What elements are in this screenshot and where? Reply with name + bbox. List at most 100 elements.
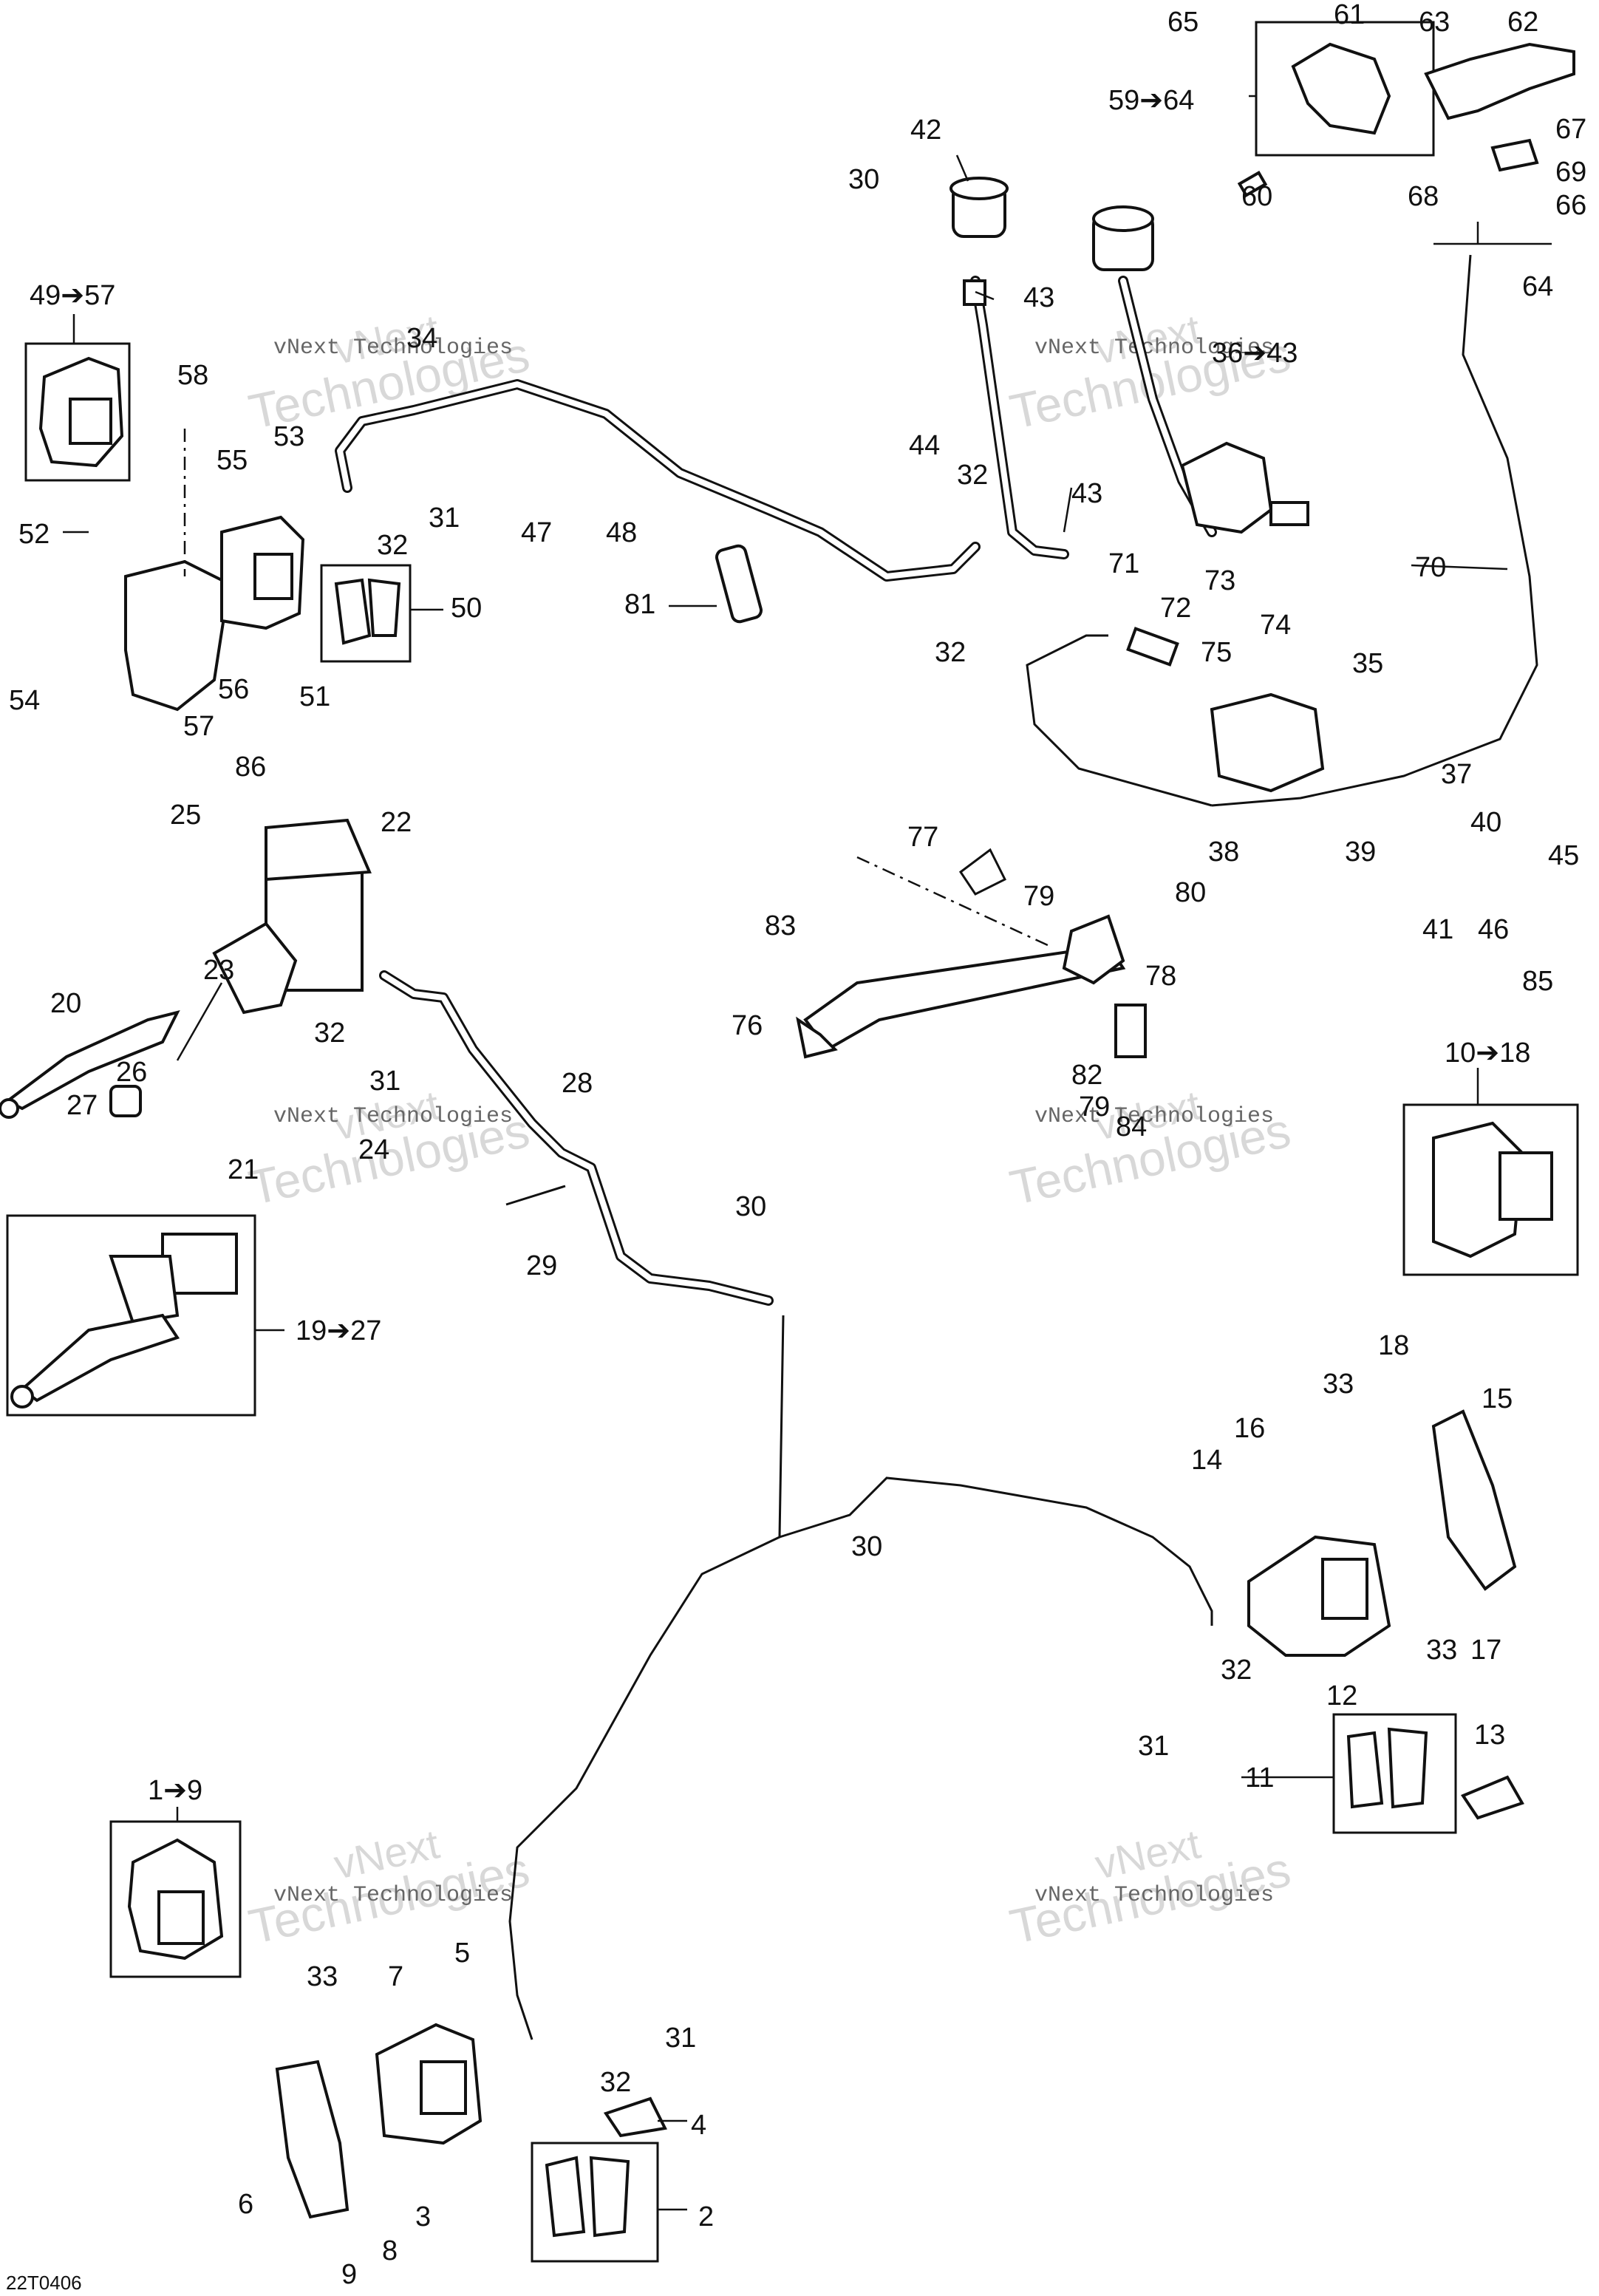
watermark-caption: vNext Technologies (1034, 335, 1274, 361)
callout-7: 7 (388, 1961, 403, 1992)
callout-39: 39 (1345, 837, 1376, 868)
front-left-caliper-exploded (275, 2023, 667, 2263)
callout-8: 8 (382, 2235, 398, 2266)
callout-70: 70 (1415, 552, 1446, 583)
callout-35: 35 (1352, 648, 1383, 679)
watermark-caption: vNext Technologies (273, 1883, 513, 1908)
callout-10-18: 10➔18 (1445, 1038, 1530, 1069)
callout-32f: 32 (600, 2067, 631, 2098)
callout-45: 45 (1548, 840, 1579, 871)
leader-lines (63, 95, 1508, 2211)
callout-59-64: 59➔64 (1108, 85, 1194, 116)
callout-51: 51 (299, 681, 330, 712)
callout-4: 4 (691, 2110, 706, 2141)
callout-73: 73 (1204, 565, 1235, 596)
rear-caliper-exploded (124, 429, 412, 712)
callout-36-43: 36➔43 (1212, 338, 1298, 369)
brake-pedal-assembly (715, 544, 1325, 1059)
brake-lever-part (1424, 42, 1575, 120)
callout-32d: 32 (314, 1018, 345, 1049)
callout-48: 48 (606, 517, 637, 548)
callout-34: 34 (406, 323, 437, 354)
callout-79a: 79 (1023, 881, 1054, 912)
callout-32e: 32 (1221, 1655, 1252, 1686)
pin-29-part (505, 1185, 566, 1206)
lever-assembly-group (1237, 21, 1575, 245)
callout-29: 29 (526, 1250, 557, 1281)
lever-assembly-frame (1255, 21, 1435, 157)
callout-58: 58 (177, 360, 208, 391)
lever-spring-part (1490, 138, 1539, 172)
callout-43a: 43 (1023, 282, 1054, 313)
callout-32a: 32 (957, 460, 988, 491)
callout-20: 20 (50, 988, 81, 1019)
callout-33a: 33 (1323, 1369, 1354, 1400)
callout-16: 16 (1234, 1413, 1265, 1444)
callout-37: 37 (1441, 759, 1472, 790)
callout-80: 80 (1175, 877, 1206, 908)
front-left-caliper-box (109, 1820, 242, 1978)
callout-33c: 33 (307, 1961, 338, 1992)
adjuster-part (1237, 170, 1268, 198)
callout-26: 26 (116, 1057, 147, 1088)
callout-50: 50 (451, 593, 482, 624)
callout-71: 71 (1108, 548, 1139, 579)
reservoir-36 (1092, 205, 1309, 534)
callout-68: 68 (1408, 181, 1439, 212)
reservoir-42 (949, 177, 1009, 306)
brake-lines (335, 254, 1538, 2040)
callout-9: 9 (341, 2259, 357, 2290)
callout-57: 57 (183, 711, 214, 742)
callout-labels: 65 61 63 62 59➔64 67 69 60 68 66 64 42 3… (9, 0, 1586, 2290)
watermark-caption: vNext Technologies (273, 1104, 513, 1129)
callout-22: 22 (381, 807, 412, 838)
callout-21: 21 (228, 1154, 259, 1185)
callout-17: 17 (1470, 1635, 1501, 1666)
callout-19-27: 19➔27 (296, 1315, 381, 1346)
callout-33b: 33 (1426, 1635, 1457, 1666)
callout-66: 66 (1555, 190, 1586, 221)
callout-25: 25 (170, 800, 201, 831)
callout-14: 14 (1191, 1445, 1222, 1476)
callout-31b: 31 (369, 1066, 400, 1097)
callout-3: 3 (415, 2201, 431, 2232)
callout-30c: 30 (851, 1531, 882, 1562)
callout-15: 15 (1482, 1383, 1513, 1414)
callout-64: 64 (1522, 271, 1553, 302)
callout-74: 74 (1260, 610, 1291, 641)
callout-84: 84 (1116, 1111, 1147, 1142)
callout-86: 86 (235, 752, 266, 783)
lever-bracket-part (1291, 42, 1391, 135)
callout-54: 54 (9, 685, 40, 716)
callout-63: 63 (1419, 7, 1450, 38)
callout-78: 78 (1145, 961, 1176, 992)
callout-32c: 32 (935, 637, 966, 668)
callout-42: 42 (910, 115, 941, 146)
callout-41: 41 (1422, 914, 1453, 945)
callout-38: 38 (1208, 837, 1239, 868)
callout-1-9: 1➔9 (148, 1775, 202, 1806)
watermark-caption: vNext Technologies (1034, 1883, 1274, 1908)
callout-46: 46 (1478, 914, 1509, 945)
callout-69: 69 (1555, 157, 1586, 188)
callout-82: 82 (1071, 1060, 1102, 1091)
callout-65: 65 (1167, 7, 1199, 38)
callout-31a: 31 (429, 503, 460, 534)
master-cylinder-box-19-27 (6, 1214, 256, 1417)
drawing-code: 22T0406 (6, 2272, 82, 2294)
rear-caliper-assembly-box (24, 342, 131, 482)
callout-47: 47 (521, 517, 552, 548)
callout-52: 52 (18, 519, 50, 550)
callout-2: 2 (698, 2201, 714, 2232)
front-master-cylinder (0, 818, 372, 1119)
front-right-caliper-box (1402, 1103, 1579, 1276)
callout-44: 44 (909, 430, 940, 461)
callout-56: 56 (218, 674, 249, 705)
callout-83: 83 (765, 910, 796, 941)
callout-77: 77 (907, 822, 938, 853)
callout-43b: 43 (1071, 478, 1102, 509)
callout-13: 13 (1474, 1720, 1505, 1751)
callout-31d: 31 (665, 2023, 696, 2054)
callout-75: 75 (1201, 637, 1232, 668)
